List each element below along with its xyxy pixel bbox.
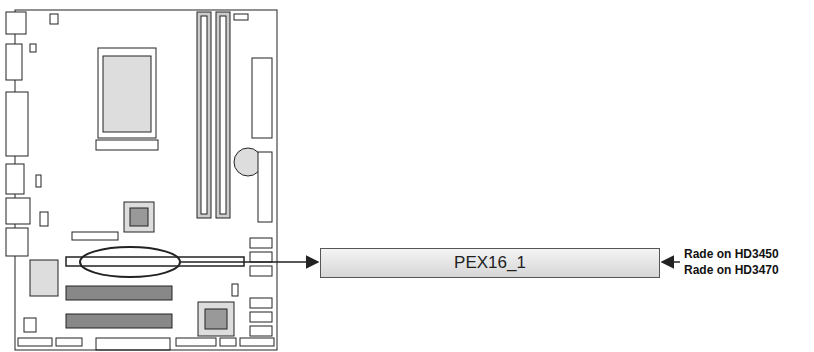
leader-arrow	[181, 261, 318, 263]
gpu-model: Rade on HD3450	[684, 247, 779, 261]
leader-arrow	[662, 261, 680, 263]
slot-box: PEX16_1	[320, 248, 660, 278]
slot-name: PEX16_1	[454, 253, 526, 273]
gpu-model: Rade on HD3470	[684, 263, 779, 277]
